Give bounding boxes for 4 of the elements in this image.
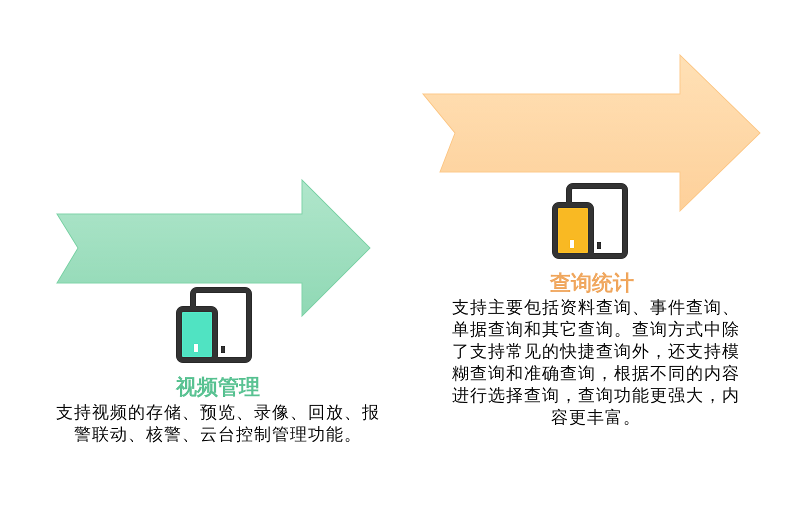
section-heading: 视频管理 (174, 374, 261, 400)
description-text: 支持主要包括资料查询、事件查询、单据查询和其它查询。查询方式中除了支持常见的快捷查询外，还支持模糊查询和准确查询，根据不同的内容进行选择查询，查询功能更强大，内容更丰富。 (451, 297, 741, 429)
section-heading: 查询统计 (548, 270, 635, 296)
description-text: 支持视频的存储、预览、录像、回放、报警联动、核警、云台控制管理功能。 (55, 402, 381, 446)
